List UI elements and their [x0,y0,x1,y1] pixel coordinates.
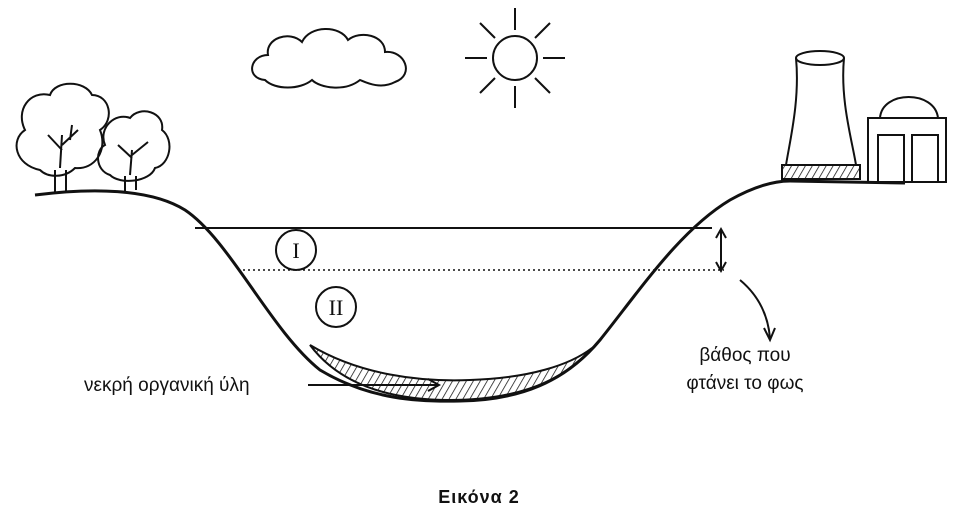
curved-arrow [739,279,776,343]
cloud-icon [251,28,407,89]
depth-double-arrow [715,226,727,274]
zone-2-marker: II [315,286,357,328]
ground-profile [34,179,906,403]
light-depth-label-2: φτάνει το φως [686,373,803,394]
svg-text:II: II [329,295,344,320]
light-depth-label-1: βάθος που [699,345,790,366]
dead-matter-label: νεκρή οργανική ύλη [84,375,250,396]
dead-matter-arrow [308,378,442,392]
svg-text:I: I [292,238,299,263]
factory-building-icon [867,96,947,183]
zone-1-marker: I [275,229,317,271]
dead-organic-matter-layer [309,344,593,402]
sun-icon [465,8,565,108]
figure-caption: Εικόνα 2 [438,487,520,507]
tree-icon [97,110,171,192]
cooling-tower-icon [781,50,861,180]
tree-icon [15,82,110,192]
